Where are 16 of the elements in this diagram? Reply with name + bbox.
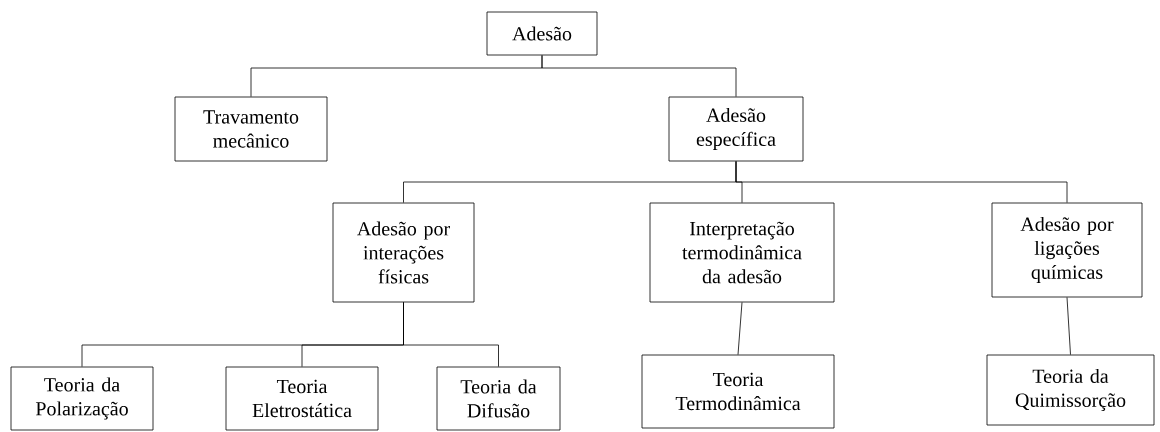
concept-box: Adesão específica [668, 96, 804, 162]
connector-line [403, 302, 499, 367]
concept-box: Teoria Termodinâmica [641, 354, 835, 429]
connector-line [1066, 297, 1071, 355]
concept-box: Interpretação termodinâmica da adesão [649, 202, 835, 303]
concept-box: Teoria da Polarização [10, 366, 154, 431]
concept-box: Teoria da Difusão [436, 366, 561, 431]
concept-box: Adesão por interações físicas [332, 202, 475, 303]
concept-box: Teoria Eletrostática [225, 366, 379, 431]
concept-box: Travamento mecânico [174, 96, 328, 162]
connector-line [541, 55, 737, 97]
concept-box: Adesão [486, 11, 598, 56]
connector-line [737, 302, 743, 355]
concept-box: Teoria da Quimissorção [986, 354, 1155, 426]
connector-line [735, 161, 1068, 203]
concept-box: Adesão por ligações químicas [991, 202, 1143, 298]
